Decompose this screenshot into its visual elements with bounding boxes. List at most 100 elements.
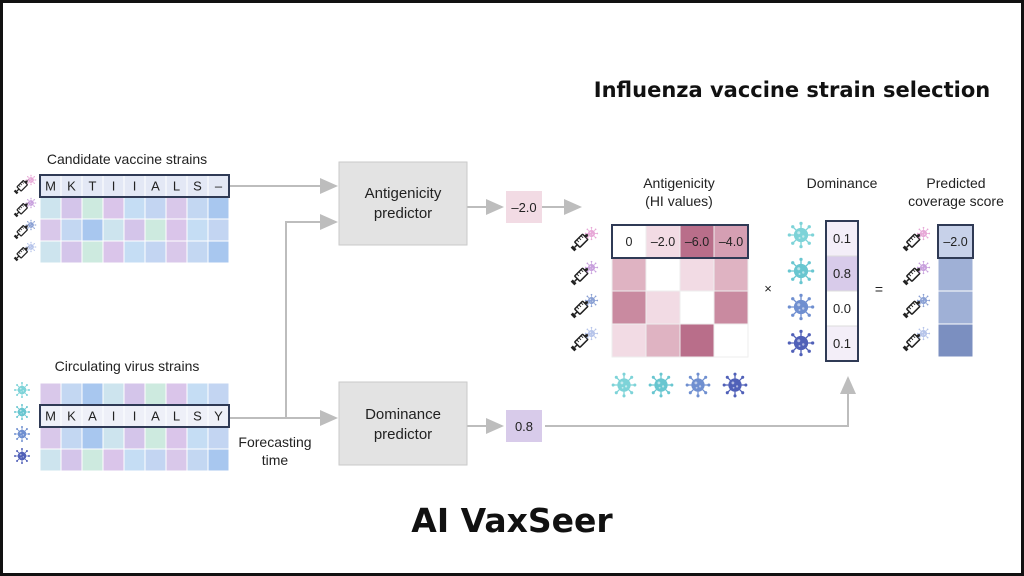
syringe-icon [12,197,37,219]
arrow-circulating-to-antigenicity [285,214,338,418]
antigenicity-output-badge [506,191,542,223]
sequence-letter: S [193,409,202,424]
sequence-cell [165,382,188,406]
coverage-title-line1: Predicted [926,175,985,191]
sequence-cell [123,240,146,264]
dominance-value: 0.0 [833,301,851,316]
sequence-cell [165,218,188,242]
sequence-cell [60,426,83,450]
coverage-column: –2.0 [937,224,974,358]
flow-arrows [230,178,856,434]
sequence-cell [81,218,104,242]
dominance-output-value: 0.8 [515,419,533,434]
hi-cell [645,290,681,325]
hi-cell [713,257,749,292]
syringe-icon [901,260,931,287]
hi-cell [679,290,715,325]
virus-icon [684,371,712,399]
sequence-cell [102,196,125,220]
sequence-cell [186,218,209,242]
dominance-title: Dominance [807,175,878,191]
sequence-letter: K [67,409,76,424]
hi-cell [679,257,715,292]
arrow-to-dominance-column [545,376,856,427]
sequence-cell [207,240,230,264]
hi-matrix: 0–2.0–6.0–4.0 [611,224,749,358]
sequence-letter: I [133,409,137,424]
hi-cell [611,257,647,292]
coverage-top-value: –2.0 [943,235,967,249]
diagram-title: Influenza vaccine strain selection [594,78,990,102]
sequence-cell [165,196,188,220]
sequence-letter: M [45,179,56,194]
dominance-value: 0.8 [833,266,851,281]
sequence-cell [186,426,209,450]
circulating-virus-icons [13,381,31,465]
hi-cell [713,323,749,358]
sequence-cell [60,196,83,220]
sequence-cell [81,382,104,406]
equals-sign: = [875,281,883,297]
sequence-cell [186,382,209,406]
sequence-letter: M [45,409,56,424]
hi-value: –6.0 [685,235,709,249]
sequence-cell [102,448,125,472]
dominance-predictor-line1: Dominance [365,406,441,423]
sequence-cell [123,218,146,242]
hi-matrix-syringe-icons [569,226,599,353]
hi-first-row-highlight [611,224,749,259]
sequence-letter: I [133,179,137,194]
hi-cell [645,257,681,292]
hi-matrix-virus-icons [610,371,749,399]
sequence-letter: L [173,409,180,424]
sequence-letter: T [89,179,97,194]
sequence-cell [60,240,83,264]
syringe-icon [569,326,599,353]
coverage-cell [937,290,974,325]
dominance-virus-icons [787,221,815,357]
sequence-cell [144,382,167,406]
dominance-column: 0.10.80.00.1 [825,220,859,362]
sequence-cell [207,448,230,472]
sequence-cell [81,426,104,450]
forecasting-time-line2: time [262,452,289,468]
virus-icon [13,425,31,443]
hi-matrix-title-line1: Antigenicity [643,175,715,191]
syringe-icon [12,174,37,196]
dominance-column-border [825,220,859,362]
sequence-cell [81,196,104,220]
sequence-cell [39,196,62,220]
syringe-icon [12,241,37,263]
sequence-cell [186,240,209,264]
syringe-icon [569,226,599,253]
dominance-predictor-box [338,381,468,466]
hi-value: –4.0 [719,235,743,249]
sequence-cell [39,448,62,472]
sequence-cell [144,448,167,472]
hi-cell [611,323,647,358]
sequence-letter: I [112,179,116,194]
sequence-cell [102,240,125,264]
sequence-cell [123,448,146,472]
virus-icon [647,371,675,399]
sequence-cell [81,448,104,472]
coverage-top-highlight [937,224,974,259]
antigenicity-predictor-box [338,161,468,246]
syringe-icon [901,293,931,320]
sequence-highlight [39,174,230,198]
virus-icon [787,221,815,249]
antigenicity-predictor-line2: predictor [374,205,432,222]
sequence-cell [39,382,62,406]
virus-icon [787,293,815,321]
virus-icon [13,447,31,465]
sequence-cell [123,426,146,450]
virus-icon [787,257,815,285]
virus-icon [787,329,815,357]
coverage-cell [937,323,974,358]
dominance-value: 0.1 [833,231,851,246]
sequence-letter: Y [214,409,223,424]
sequence-cell [144,196,167,220]
